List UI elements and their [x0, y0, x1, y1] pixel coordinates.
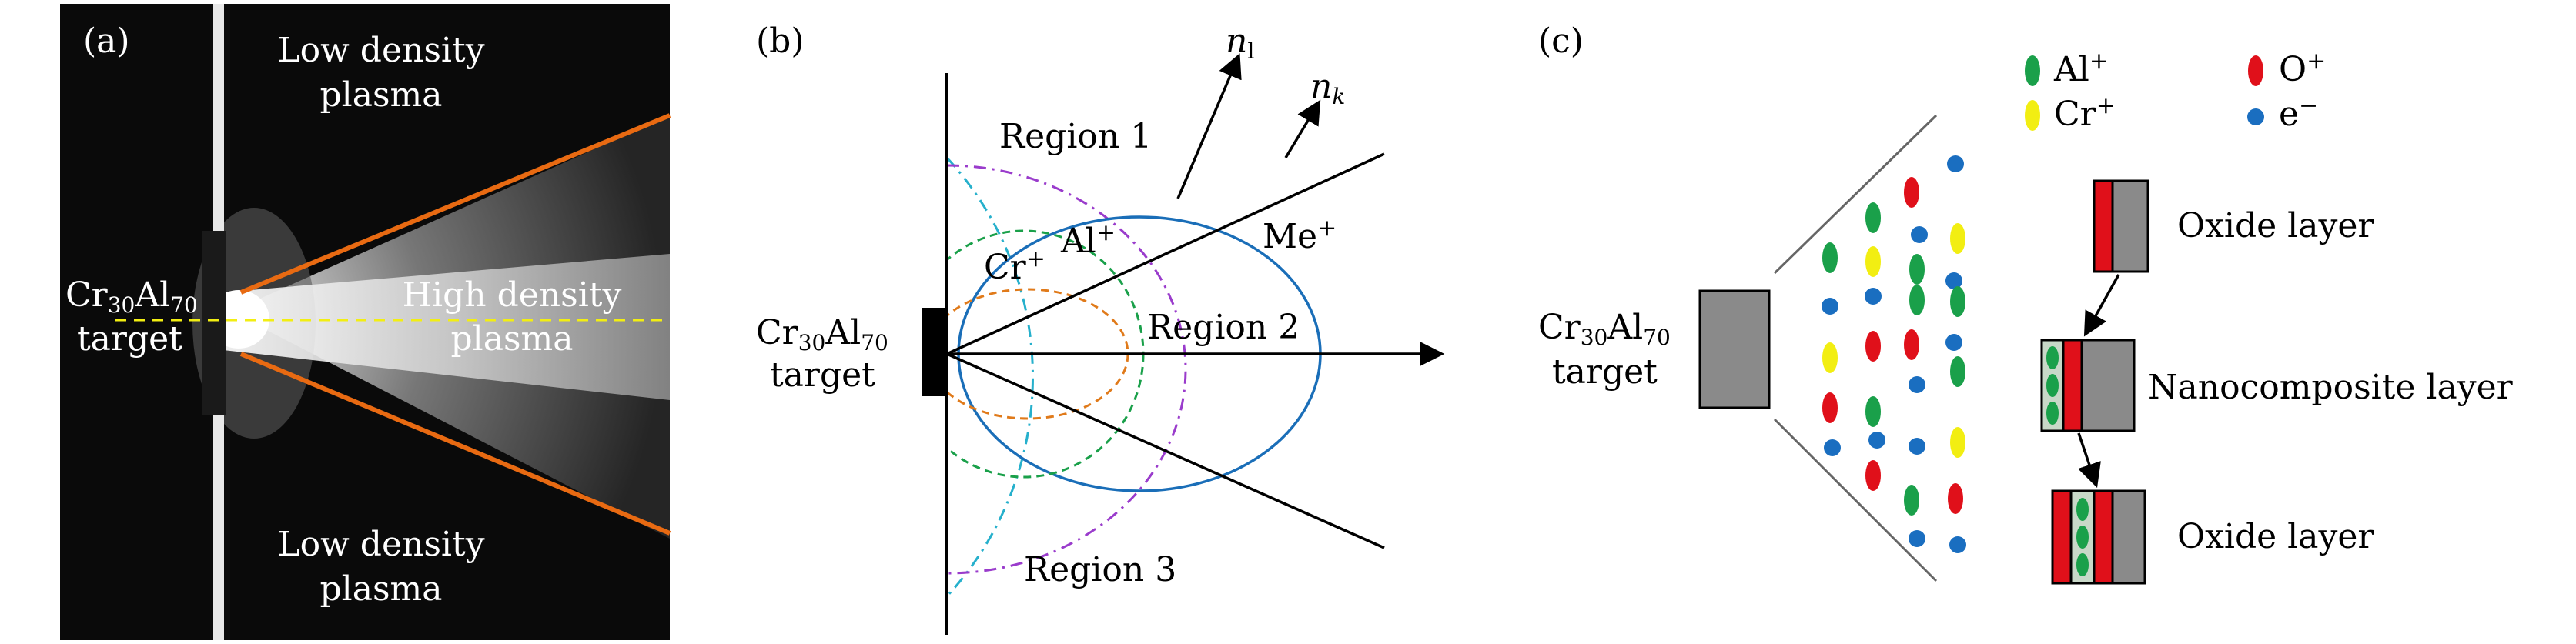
cr-ion	[1950, 223, 1965, 254]
al-ion	[1822, 242, 1838, 273]
high-density-line1: High density	[403, 275, 622, 315]
electron	[1945, 334, 1962, 351]
legend-al-marker	[2025, 55, 2040, 86]
me-ion-label: Me+	[1263, 215, 1337, 256]
target-holder	[202, 231, 226, 415]
o-ion	[1865, 331, 1881, 362]
layer3-al	[2076, 498, 2089, 521]
panel-b-target-word: target	[770, 355, 875, 395]
region1-label: Region 1	[999, 117, 1152, 156]
region2-label: Region 2	[1147, 308, 1300, 347]
layer1-oxide-stripe	[2093, 179, 2114, 273]
panel-a-tag: (a)	[83, 22, 130, 61]
layer3-label: Oxide layer	[2177, 517, 2374, 556]
region-boundary-lower	[946, 352, 1385, 549]
panel-b-diagram	[847, 53, 1445, 639]
region1-curve	[946, 164, 1187, 575]
layer2-oxide-stripe	[2062, 339, 2083, 432]
electron	[1909, 376, 1925, 393]
low-density-top-line2: plasma	[319, 75, 442, 115]
arrow-layer1-to-2	[2083, 274, 2120, 337]
panel-b-tag: (b)	[756, 22, 805, 61]
o-ion	[1865, 460, 1881, 491]
al-ion	[1950, 286, 1965, 317]
electron	[1947, 155, 1964, 172]
panel-c-target-word: target	[1552, 352, 1658, 392]
nk-label: nk	[1310, 67, 1345, 109]
al-ion-label: Al+	[1060, 219, 1116, 261]
panel-b-target-formula: Cr30Al70	[756, 313, 888, 355]
legend-e-label: e−	[2279, 92, 2318, 134]
al-ion	[1909, 254, 1925, 285]
electron	[1909, 438, 1925, 455]
region3-curve	[945, 156, 1034, 598]
layer2-al	[2046, 374, 2059, 397]
layer2-label: Nanocomposite layer	[2148, 368, 2514, 407]
electron	[1949, 536, 1966, 553]
al-ion	[1904, 485, 1919, 516]
legend-cr-label: Cr+	[2054, 92, 2116, 134]
panel-a-target-formula: Cr30Al70	[65, 275, 198, 318]
al-ion	[1865, 202, 1881, 233]
o-ion	[1904, 177, 1919, 208]
legend-o-marker	[2248, 55, 2263, 86]
target-block-front	[922, 308, 947, 396]
o-ion	[1948, 483, 1963, 514]
low-density-bottom-line2: plasma	[319, 569, 442, 609]
al-ion	[1909, 285, 1925, 315]
electron	[1822, 298, 1838, 315]
nk-vector-arrow	[1284, 99, 1321, 158]
cr-ion	[1950, 427, 1965, 458]
layer3-oxide-outer	[2051, 489, 2073, 585]
n1-label: nl	[1226, 22, 1254, 64]
region-boundary-upper	[946, 152, 1385, 355]
o-ion	[1822, 392, 1838, 423]
layer2-al	[2046, 346, 2059, 369]
panel-c-tag: (c)	[1538, 22, 1584, 61]
cr-ion	[1865, 246, 1881, 277]
low-density-top-line1: Low density	[277, 31, 484, 70]
cr-ion	[1822, 342, 1838, 373]
layer1-label: Oxide layer	[2177, 206, 2374, 245]
target-block-c	[1698, 289, 1771, 409]
al-ion	[1950, 356, 1965, 387]
legend-cr-marker	[2025, 100, 2040, 131]
legend-al-label: Al+	[2053, 48, 2109, 89]
electron	[1824, 439, 1841, 456]
al-ion	[1865, 396, 1881, 427]
target-wall-top	[213, 4, 224, 231]
electron	[1945, 272, 1962, 289]
low-density-bottom-line1: Low density	[277, 525, 484, 564]
arrow-layer2-to-3	[2077, 432, 2101, 488]
plume-edge-lower	[1773, 418, 1938, 582]
plasma-boundary-upper	[239, 113, 671, 295]
panel-a-photo	[60, 4, 671, 640]
n1-vector-arrow	[1176, 53, 1242, 199]
layer2-al	[2046, 402, 2059, 425]
layer3-oxide-inner	[2093, 489, 2114, 585]
legend-o-label: O+	[2279, 48, 2326, 89]
panel-c-target-formula: Cr30Al70	[1538, 308, 1671, 350]
target-wall-bottom	[213, 415, 224, 640]
plasma-boundary-lower	[239, 352, 671, 536]
layer3-al	[2076, 553, 2089, 576]
electron	[1911, 226, 1928, 243]
panel-a-target-word: target	[77, 319, 182, 359]
legend-e-marker	[2247, 108, 2264, 125]
layer3-al	[2076, 526, 2089, 549]
panel-c-diagram	[1698, 55, 2264, 585]
o-ion	[1904, 329, 1919, 360]
electron	[1909, 530, 1925, 547]
high-density-line2: plasma	[450, 319, 573, 359]
plasma-core	[223, 254, 670, 400]
electron	[1865, 288, 1882, 305]
particle-cloud	[1822, 155, 1966, 553]
cr-ion-label: Cr+	[984, 245, 1045, 287]
plume-edge-upper	[1773, 114, 1938, 275]
electron	[1868, 432, 1885, 449]
region3-label: Region 3	[1024, 550, 1176, 589]
